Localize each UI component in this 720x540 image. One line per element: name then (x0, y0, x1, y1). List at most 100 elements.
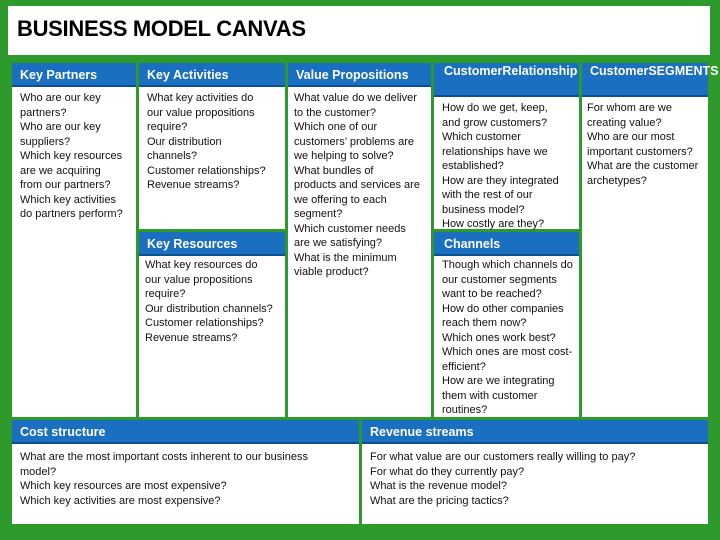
text-line: For whom are we (587, 102, 672, 114)
text-line: Which key resources are most expensive? (20, 480, 227, 492)
text-line: What key activities do (147, 92, 254, 104)
text-line: Customer relationships? (147, 164, 266, 177)
panel-customer-segments: CustomerSEGMENTS For whom are we creating… (582, 63, 719, 417)
text-line: Customer relationships? (145, 317, 264, 329)
text-line: and grow customers? (442, 116, 548, 129)
text-line: How are they integrated (442, 174, 559, 187)
text-line: routines? (442, 404, 488, 416)
panel-revenue-streams: Revenue streams For what value are our c… (362, 420, 708, 524)
text-line: segment? (294, 208, 343, 220)
panel-channels: Channels Though which channels do our cus… (434, 232, 579, 417)
value-propositions-body: What value do we deliver to the customer?… (288, 87, 431, 417)
text-line: channels? (147, 150, 198, 162)
text-line: our value propositions (145, 273, 253, 286)
customer-relationship-body: How do we get, keep, and grow customers? W… (434, 97, 579, 230)
page-title: BUSINESS MODEL CANVAS (17, 16, 306, 41)
text-line: Revenue streams? (147, 179, 240, 191)
text-line: business model? (442, 203, 525, 216)
key-resources-heading: Key Resources (139, 232, 285, 256)
text-line: What bundles of (294, 164, 374, 177)
text-line: established? (442, 160, 504, 172)
title-bar: BUSINESS MODEL CANVAS (8, 6, 710, 55)
text-line: to the customer? (294, 106, 376, 119)
text-line: reach them now? (442, 317, 527, 329)
text-line: Who are our key (20, 92, 101, 104)
text-line: creating value? (587, 116, 662, 129)
text-line: Which ones work best? (442, 331, 556, 344)
revenue-streams-body: For what value are our customers really … (362, 444, 708, 524)
text-line: archetypes? (587, 174, 647, 187)
text-line: How do we get, keep, (442, 102, 548, 114)
text-line: are we satisfying? (294, 237, 383, 249)
text-line: partners? (20, 106, 67, 119)
key-partners-heading: Key Partners (12, 63, 136, 87)
key-activities-body: What key activities do our value proposit… (139, 87, 285, 229)
text-line: Customer (444, 64, 503, 78)
panel-customer-relationship: CustomerRelationship How do we get, keep… (434, 63, 579, 230)
text-line: Customer (590, 64, 649, 78)
text-line: Which customer (442, 131, 521, 143)
panel-key-resources: Key Resources What key resources do our v… (139, 232, 285, 417)
text-line: we helping to solve? (294, 150, 394, 162)
text-line: What is the revenue model? (370, 480, 507, 492)
text-line: suppliers? (20, 135, 71, 148)
text-line: What are the pricing tactics? (370, 494, 509, 507)
customer-relationship-heading: CustomerRelationship (434, 63, 579, 97)
text-line: Which key resources (20, 150, 123, 162)
text-line: What key resources do (145, 259, 258, 271)
text-line: Though which channels do (442, 259, 573, 271)
text-line: What are the most important costs inhere… (20, 451, 308, 463)
text-line: them with customer (442, 389, 538, 402)
text-line: want to be reached? (442, 288, 542, 300)
text-line: customers’ problems are (294, 135, 415, 148)
text-line: Relationship (502, 64, 578, 78)
text-line: How do other companies (442, 302, 564, 315)
text-line: are we acquiring (20, 164, 101, 177)
text-line: Which customer needs (294, 222, 406, 235)
text-line: For what value are our customers really … (370, 451, 636, 463)
text-line: we offering to each (294, 193, 387, 206)
text-line: Our distribution (147, 135, 222, 148)
text-line: Which key activities are most expensive? (20, 494, 221, 507)
text-line: For what do they currently pay? (370, 465, 525, 478)
text-line: products and services are (294, 179, 420, 191)
text-line: efficient? (442, 360, 486, 373)
text-line: What is the minimum (294, 251, 397, 264)
text-line: Revenue streams? (145, 331, 238, 344)
customer-segments-body: For whom are we creating value? Who are ou… (582, 97, 708, 417)
text-line: model? (20, 465, 57, 478)
text-line: What value do we deliver (294, 92, 417, 104)
text-line: important customers? (587, 145, 693, 158)
text-line: Who are our most (587, 131, 675, 143)
text-line: relationships have we (442, 145, 548, 158)
revenue-streams-heading: Revenue streams (362, 420, 708, 444)
text-line: our value propositions (147, 106, 255, 119)
text-line: viable product? (294, 266, 369, 278)
channels-heading: Channels (434, 232, 579, 256)
text-line: Which ones are most cost- (442, 346, 573, 358)
text-line: require? (147, 121, 188, 133)
channels-body: Though which channels do our customer seg… (434, 254, 579, 417)
text-line: How costly are they? (442, 218, 545, 230)
cost-structure-body: What are the most important costs inhere… (12, 444, 359, 524)
text-line: What are the customer (587, 160, 699, 172)
text-line: Our distribution channels? (145, 302, 273, 315)
text-line: SEGMENTS (648, 64, 719, 78)
customer-segments-heading: CustomerSEGMENTS (582, 63, 719, 97)
key-resources-body: What key resources do our value propositi… (139, 254, 285, 417)
text-line: our customer segments (442, 273, 557, 286)
panel-value-propositions: Value Propositions What value do we deli… (288, 63, 431, 417)
cost-structure-heading: Cost structure (12, 420, 359, 444)
text-line: require? (145, 288, 186, 300)
text-line: from our partners? (20, 179, 111, 191)
text-line: How are we integrating (442, 375, 555, 387)
text-line: do partners perform? (20, 208, 123, 220)
text-line: Which one of our (294, 121, 378, 133)
panel-cost-structure: Cost structure What are the most importa… (12, 420, 359, 524)
text-line: Which key activities (20, 193, 116, 206)
text-line: with the rest of our (442, 189, 533, 201)
value-propositions-heading: Value Propositions (288, 63, 431, 87)
